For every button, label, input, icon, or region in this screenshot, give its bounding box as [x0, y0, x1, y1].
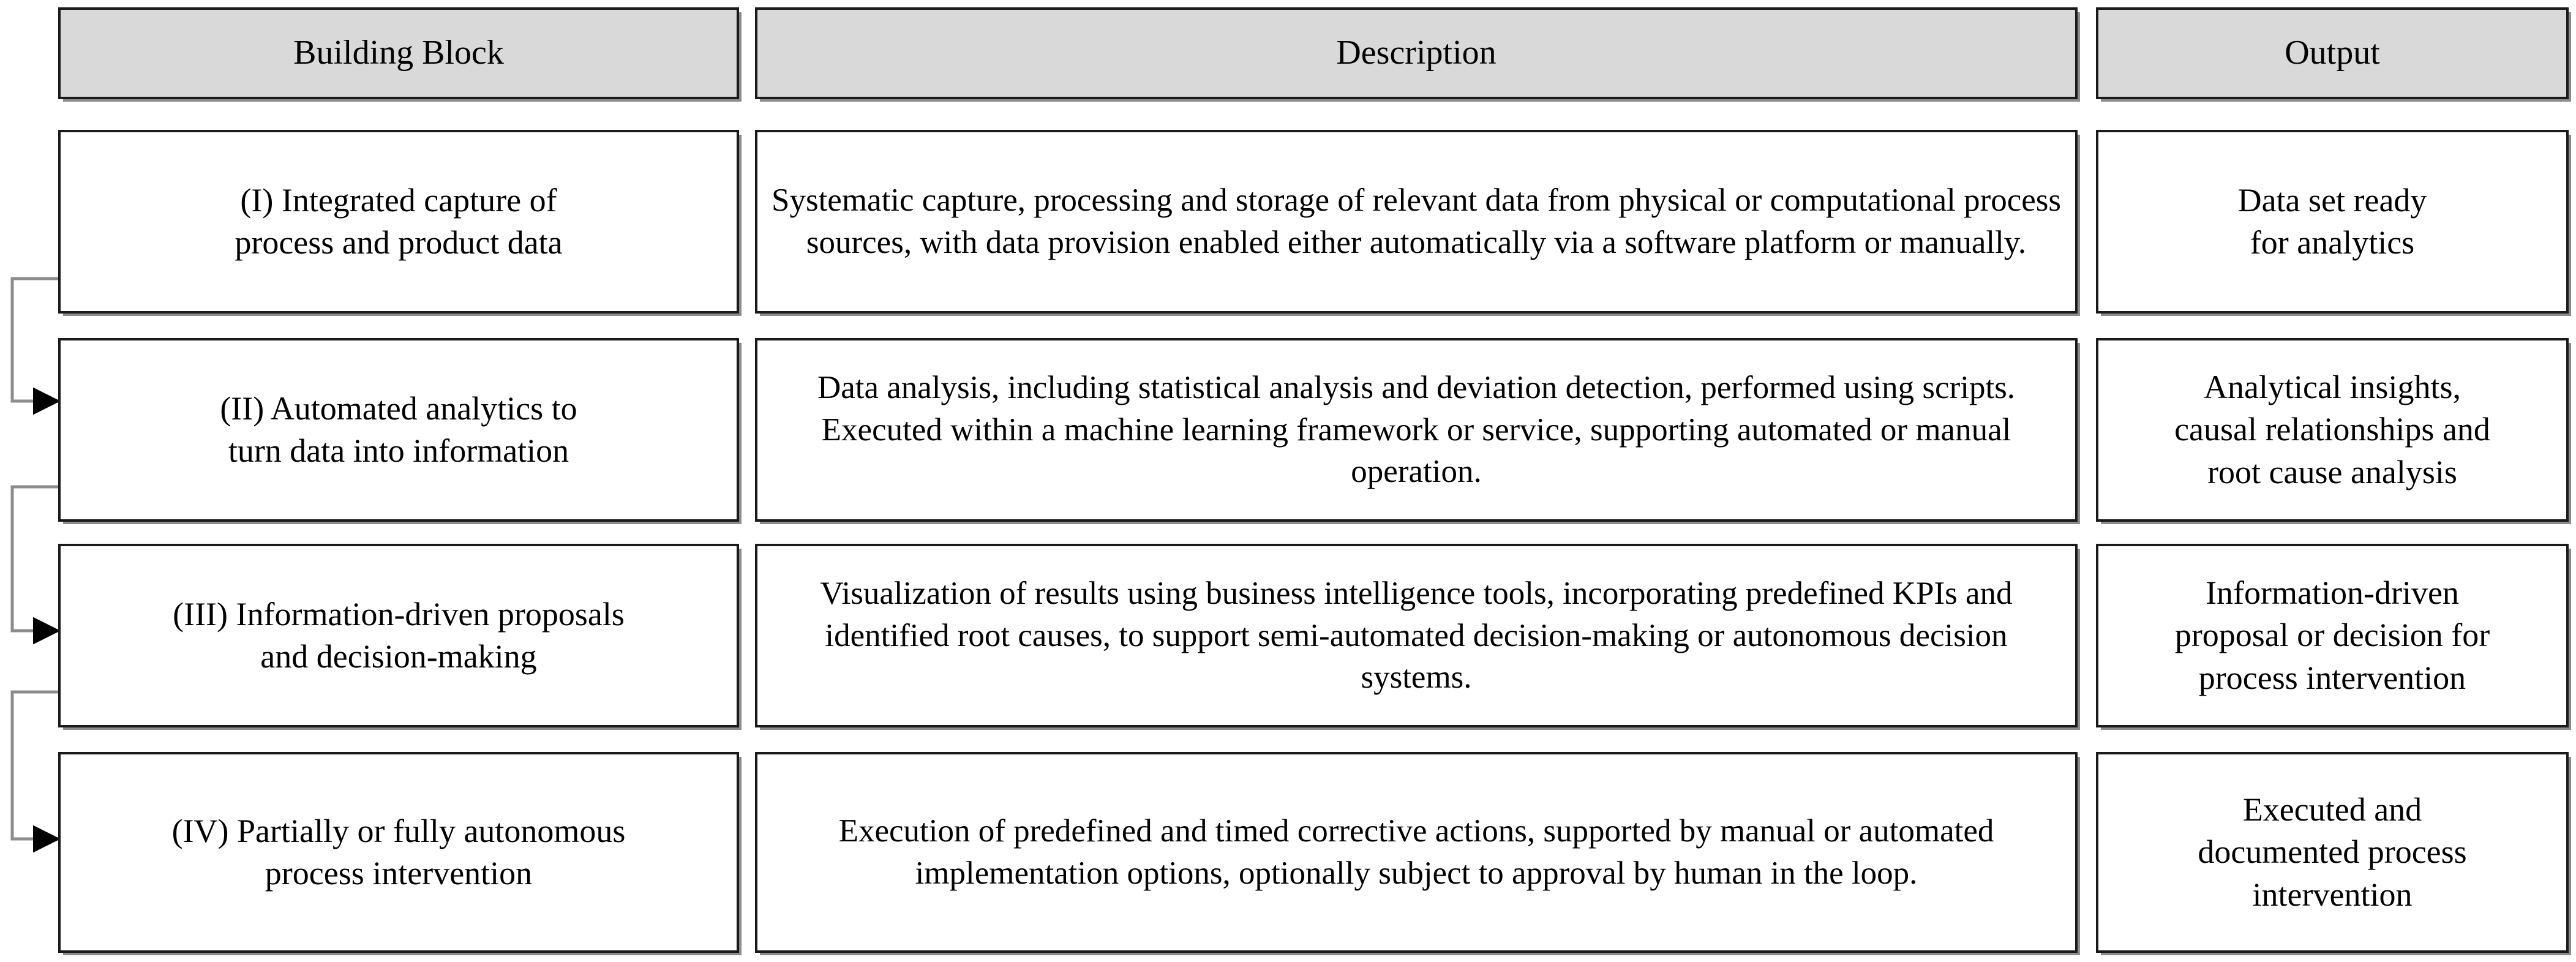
header-cell-output: Output	[2096, 7, 2569, 99]
description-cell-i: Systematic capture, processing and stora…	[755, 130, 2078, 314]
block-label-iii: (III) Information-driven proposals and d…	[173, 595, 625, 675]
header-label-output: Output	[2285, 34, 2380, 72]
header-cell-description: Description	[755, 7, 2078, 99]
description-cell-iv: Execution of predefined and timed correc…	[755, 752, 2078, 953]
header-label-description: Description	[1336, 34, 1496, 72]
description-text-ii: Data analysis, including statistical ana…	[817, 369, 2016, 490]
output-text-i: Data set ready for analytics	[2237, 181, 2427, 261]
header-cell-building-block: Building Block	[58, 7, 739, 99]
block-label-i: (I) Integrated capture of process and pr…	[235, 181, 563, 261]
block-cell-iii: (III) Information-driven proposals and d…	[58, 544, 739, 727]
output-cell-ii: Analytical insights, causal relationship…	[2096, 338, 2569, 522]
description-cell-iii: Visualization of results using business …	[755, 544, 2078, 727]
block-cell-ii: (II) Automated analytics to turn data in…	[58, 338, 739, 522]
output-text-iii: Information-driven proposal or decision …	[2174, 574, 2490, 696]
output-cell-iii: Information-driven proposal or decision …	[2096, 544, 2569, 727]
description-text-iii: Visualization of results using business …	[820, 575, 2013, 696]
output-text-ii: Analytical insights, causal relationship…	[2174, 369, 2490, 490]
description-cell-ii: Data analysis, including statistical ana…	[755, 338, 2078, 522]
block-label-ii: (II) Automated analytics to turn data in…	[220, 389, 577, 469]
arrow-i-to-ii	[10, 277, 61, 415]
description-text-iv: Execution of predefined and timed correc…	[838, 813, 1994, 891]
output-cell-iv: Executed and documented process interven…	[2096, 752, 2569, 953]
arrow-ii-to-iii	[10, 485, 61, 645]
output-text-iv: Executed and documented process interven…	[2198, 791, 2467, 913]
block-cell-i: (I) Integrated capture of process and pr…	[58, 130, 739, 314]
block-label-iv: (IV) Partially or fully autonomous proce…	[171, 812, 626, 892]
arrow-iii-to-iv	[10, 690, 61, 853]
header-label-building-block: Building Block	[293, 34, 504, 72]
description-text-i: Systematic capture, processing and stora…	[771, 182, 2062, 260]
block-cell-iv: (IV) Partially or fully autonomous proce…	[58, 752, 739, 953]
output-cell-i: Data set ready for analytics	[2096, 130, 2569, 314]
